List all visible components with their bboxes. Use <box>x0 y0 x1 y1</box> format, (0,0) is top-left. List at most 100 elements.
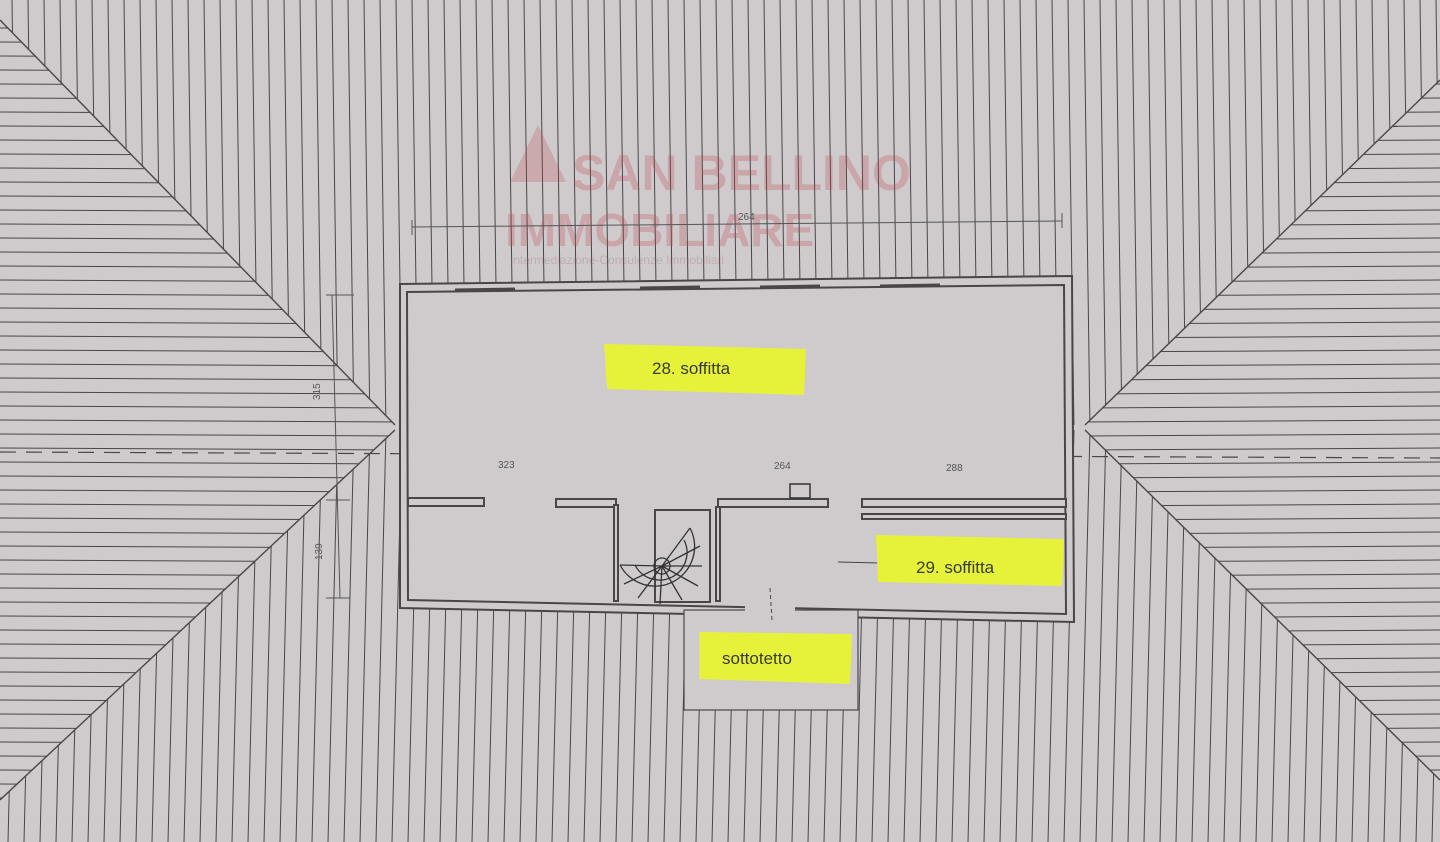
hatch-line <box>1335 430 1347 842</box>
hatch-line <box>1223 430 1235 842</box>
interior-walls <box>407 497 1067 603</box>
hatch-line <box>1085 181 1440 185</box>
dimension-top-width: 264 <box>738 212 755 223</box>
svg-text:IMMOBILIARE: IMMOBILIARE <box>505 204 814 256</box>
hatch-line <box>0 615 395 619</box>
dimension-left-height: 315 <box>312 383 323 400</box>
hatch-line <box>1095 430 1107 842</box>
hatch-line <box>1367 430 1379 842</box>
hatch-line <box>0 713 395 717</box>
hatch-line <box>1085 251 1440 255</box>
hatch-line <box>1085 433 1440 437</box>
hatch-line <box>0 209 395 213</box>
hatch-line <box>0 419 395 423</box>
room-label-29: 29. soffitta <box>876 535 1064 586</box>
hatch-line <box>107 0 115 425</box>
hatch-line <box>0 433 395 437</box>
hatch-line <box>139 0 147 425</box>
hatch-line <box>23 430 35 842</box>
hatch-line <box>247 430 259 842</box>
hatch-line <box>1319 430 1331 842</box>
hatch-line <box>1085 307 1440 311</box>
hatch-line <box>0 430 3 842</box>
hatch-line <box>87 430 99 842</box>
room-name-29: 29. soffitta <box>916 558 995 577</box>
top-dimension <box>411 213 1063 235</box>
hatch-line <box>167 430 179 842</box>
hatch-line <box>171 0 179 425</box>
hatch-line <box>1085 517 1440 521</box>
hatch-line <box>1080 826 1440 828</box>
hatch-line <box>0 181 395 185</box>
hatch-line <box>1085 223 1440 227</box>
hatch-line <box>0 153 395 157</box>
dimension-segment-left: 323 <box>498 460 515 471</box>
hatch-line <box>0 573 395 577</box>
hatch-line <box>0 601 395 605</box>
hatch-line <box>1399 430 1411 842</box>
svg-text:SAN BELLINO: SAN BELLINO <box>572 145 911 201</box>
hatch-line <box>0 503 395 507</box>
hatch-line <box>0 111 395 115</box>
hatch-line <box>1079 430 1091 842</box>
hatch-line <box>1085 335 1440 339</box>
hatch-line <box>1339 0 1347 425</box>
hatch-line <box>0 265 395 269</box>
hatch-line <box>0 41 395 45</box>
hatch-line <box>1431 430 1440 842</box>
hatch-line <box>0 769 395 773</box>
hatch-line <box>1080 56 1440 58</box>
hatch-line <box>1383 430 1395 842</box>
hatch-line <box>71 430 83 842</box>
hatch-line <box>0 727 395 731</box>
hatch-line <box>1255 430 1267 842</box>
hatch-line <box>1085 195 1440 199</box>
hatch-line <box>0 447 395 451</box>
left-dimension <box>326 294 354 599</box>
hatch-line <box>155 0 163 425</box>
hatch-line <box>0 657 395 661</box>
hatch-line <box>1351 430 1363 842</box>
hatch-line <box>327 430 339 842</box>
hatch-line <box>0 517 395 521</box>
hatch-line <box>183 430 195 842</box>
hatch-line <box>91 0 99 425</box>
hatch-line <box>1080 42 1440 44</box>
hatch-line <box>39 430 51 842</box>
hatch-line <box>1115 0 1123 425</box>
hatch-line <box>1271 430 1283 842</box>
hatch-line <box>0 251 395 255</box>
hatch-line <box>0 139 395 143</box>
hatch-line <box>1080 70 1440 72</box>
hatch-line <box>1085 419 1440 423</box>
hatch-line <box>55 430 67 842</box>
hatch-line <box>1085 265 1440 269</box>
hatch-line <box>0 0 3 425</box>
hatch-line <box>0 671 395 675</box>
hatch-line <box>1419 0 1427 425</box>
hatch-line <box>0 797 395 800</box>
roof-windows <box>454 283 941 292</box>
house-logo-icon <box>510 125 566 182</box>
hatch-line <box>135 430 147 842</box>
hatch-line <box>119 430 131 842</box>
hatch-line <box>0 699 395 703</box>
hatch-line <box>1111 430 1123 842</box>
hatch-line <box>343 430 355 842</box>
hatch-line <box>215 430 227 842</box>
agency-watermark: SAN BELLINO IMMOBILIARE Intermediazione-… <box>505 125 911 267</box>
hatch-line <box>0 489 395 493</box>
hatch-line <box>1085 503 1440 507</box>
hatch-line <box>0 363 395 367</box>
hatch-line <box>151 430 163 842</box>
hatch-line <box>363 0 371 425</box>
hatch-line <box>1085 699 1440 703</box>
hatch-line <box>331 0 339 425</box>
hatch-line <box>1207 430 1219 842</box>
hatch-line <box>1355 0 1363 425</box>
hatch-line <box>1275 0 1283 425</box>
spiral-staircase-icon <box>619 527 702 605</box>
hatch-line <box>0 475 395 479</box>
hatch-line <box>1085 531 1440 535</box>
hatch-line <box>1080 812 1440 814</box>
